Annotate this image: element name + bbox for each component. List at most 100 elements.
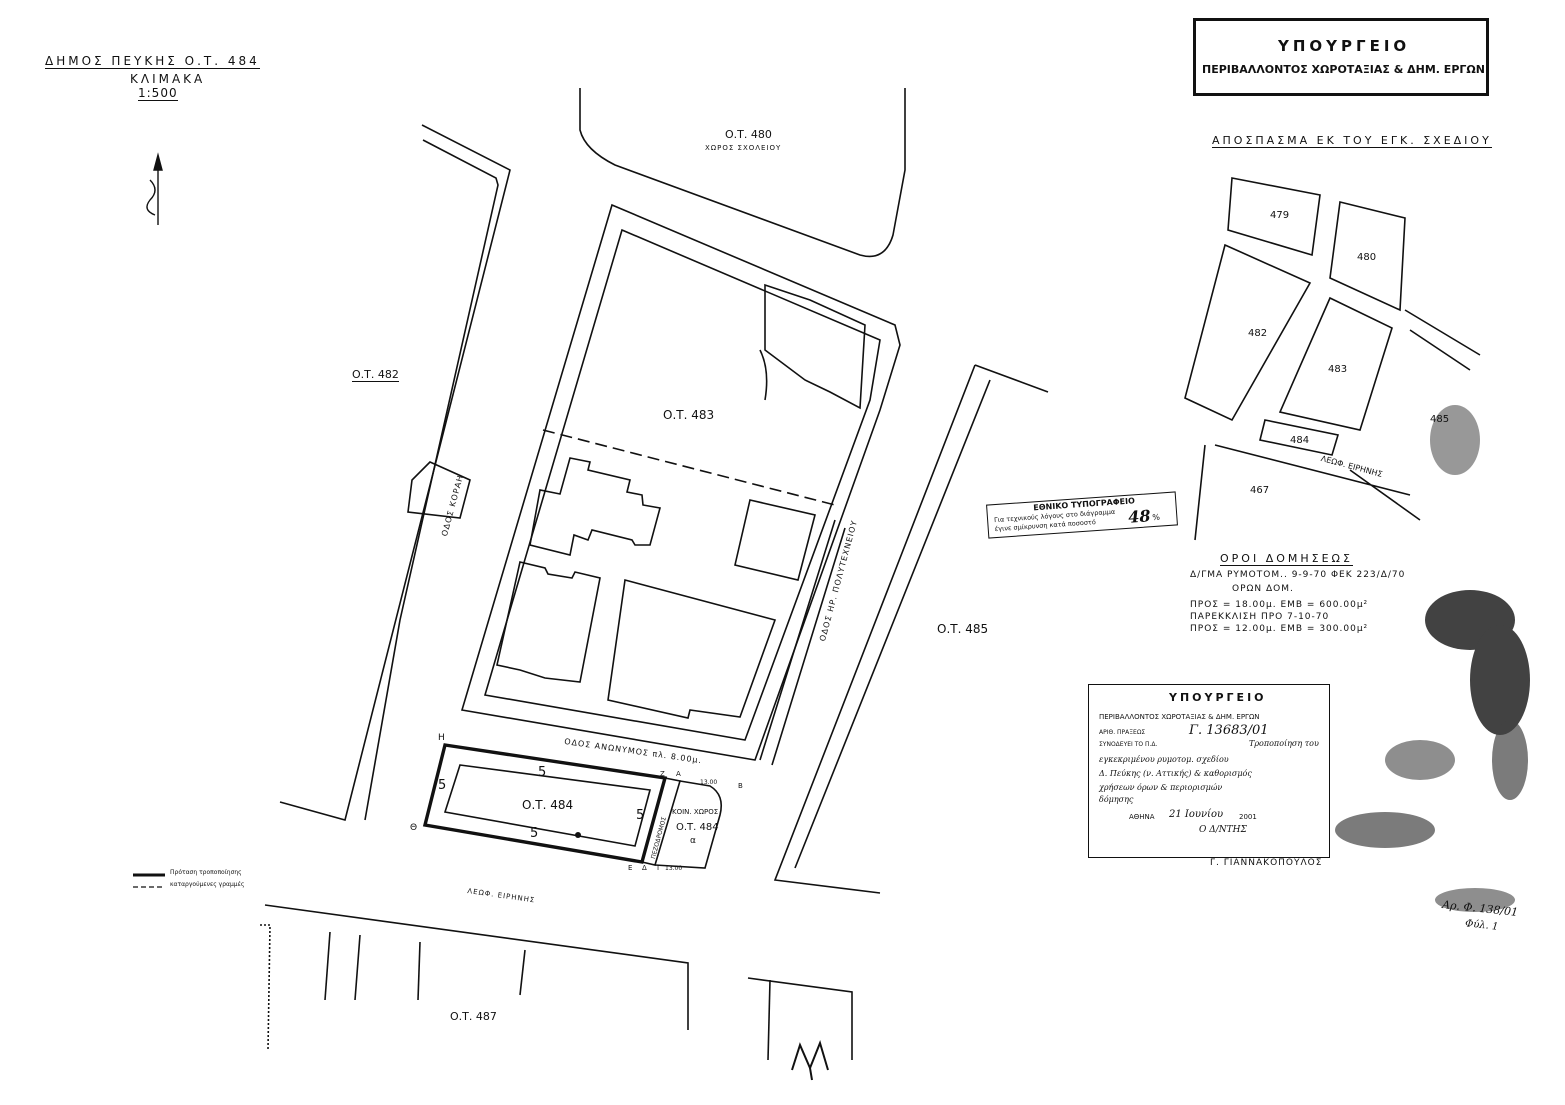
building-terms-line3: ΠΡΟΣ = 18.00μ. ΕΜΒ = 600.00μ²	[1190, 600, 1369, 610]
korai-street-line-right	[364, 139, 499, 821]
north-arrow	[146, 152, 163, 225]
eirinis-line	[264, 904, 689, 1030]
excerpt-block-484-label: 484	[1290, 435, 1310, 446]
block-480-outline	[579, 88, 906, 258]
excerpt-block-485-label: 485	[1430, 414, 1450, 425]
block-483-cancelled-line	[542, 429, 836, 506]
polytechneiou-street-left	[974, 364, 1049, 393]
approval-accompany: ΣΥΝΟΔΕΥΕΙ ΤΟ Π.Δ.	[1099, 741, 1158, 748]
polytechneiou-street-inner	[794, 379, 991, 869]
school-label: ΧΩΡΟΣ ΣΧΟΛΕΙΟΥ	[705, 144, 782, 152]
block-485-label: Ο.Τ. 485	[937, 622, 989, 636]
point-Z: Ζ	[660, 770, 665, 778]
approval-text5: δόμησης	[1099, 795, 1134, 804]
point-Theta: Θ	[410, 823, 418, 833]
ministry-stamp: ΥΠΟΥΡΓΕΙΟ ΠΕΡΙΒΑΛΛΟΝΤΟΣ ΧΩΡΟΤΑΞΙΑΣ & ΔΗΜ…	[1193, 18, 1489, 96]
approval-stamp-subtitle: ΠΕΡΙΒΑΛΛΟΝΤΟΣ ΧΩΡΟΤΑΞΙΑΣ & ΔΗΜ. ΕΡΓΩΝ	[1099, 713, 1260, 721]
building-e	[764, 283, 866, 410]
block-484-strip	[641, 777, 682, 866]
excerpt-block-467-label: 467	[1250, 485, 1270, 496]
building-terms-line1: Δ/ΓΜΑ ΡΥΜΟΤΟΜ.. 9-9-70 ΦΕΚ 223/Δ/70	[1190, 570, 1406, 580]
approval-text4: χρήσεων όρων & περιορισμών	[1099, 783, 1223, 792]
building-terms-line2: ΟΡΩΝ ΔΟΜ.	[1232, 584, 1294, 594]
building-b	[734, 499, 816, 581]
legend-lines	[133, 873, 165, 888]
block-484-dot	[575, 832, 581, 838]
typography-stamp-percent: 48	[1127, 506, 1152, 527]
dim-left: 5	[438, 778, 447, 793]
block-487-line4	[519, 949, 526, 996]
dim-bottom-right: 13.00	[665, 865, 683, 872]
eirinis-wall	[260, 924, 271, 1051]
ministry-stamp-title: ΥΠΟΥΡΓΕΙΟ	[1278, 37, 1411, 55]
bottom-mark	[791, 1039, 829, 1081]
block-482-label: Ο.Τ. 482	[352, 368, 399, 382]
block-487-line1	[324, 931, 331, 1001]
block-487-line3	[417, 941, 421, 1001]
excerpt-map	[1184, 177, 1481, 541]
excerpt-street-bottom	[1194, 444, 1421, 541]
excerpt-block-479	[1227, 177, 1321, 257]
legend-line1: Πρόταση τροποποίησης	[170, 869, 242, 876]
building-a	[529, 457, 662, 556]
point-A: Α	[676, 770, 681, 778]
typography-stamp-percent-sign: %	[1152, 512, 1161, 523]
excerpt-title: ΑΠΟΣΠΑΣΜΑ ΕΚ ΤΟΥ ΕΓΚ. ΣΧΕΔΙΟΥ	[1212, 134, 1492, 148]
header-municipality: ΔΗΜΟΣ ΠΕΥΚΗΣ Ο.Τ. 484	[45, 54, 260, 69]
ink-smudge	[1335, 405, 1530, 912]
approval-text2: εγκεκριμένου ρυμοτομ. σχεδίου	[1099, 755, 1229, 764]
block-487-line2	[354, 934, 361, 1001]
right-corner-line	[747, 977, 853, 1060]
point-E: Ε	[628, 864, 633, 872]
building-terms-title: ΟΡΟΙ ΔΟΜΗΣΕΩΣ	[1220, 552, 1353, 566]
excerpt-block-482-label: 482	[1248, 328, 1268, 339]
block-484-inner	[443, 764, 652, 847]
common-space	[654, 780, 723, 869]
excerpt-block-483-label: 483	[1328, 364, 1348, 375]
block-483-outer	[460, 203, 901, 761]
approval-text1: Τροποποίηση του	[1249, 739, 1319, 748]
point-B: Β	[738, 782, 743, 790]
common-space-label: ΚΟΙΝ. ΧΩΡΟΣ	[672, 808, 719, 816]
building-c	[496, 561, 601, 683]
block-484-label: Ο.Τ. 484	[522, 798, 574, 812]
dim-bottom: 5	[530, 826, 539, 841]
korai-street-line-left	[279, 124, 511, 821]
dim-top: 5	[538, 765, 547, 780]
block-484b-label: Ο.Τ. 484	[676, 822, 719, 833]
block-483-inner	[483, 228, 881, 741]
right-corner-line2	[767, 979, 771, 1061]
legend-line2: καταργούμενες γραμμές	[170, 881, 245, 888]
block-480-label: Ο.Τ. 480	[725, 128, 772, 141]
ministry-stamp-subtitle: ΠΕΡΙΒΑΛΛΟΝΤΟΣ ΧΩΡΟΤΑΞΙΑΣ & ΔΗΜ. ΕΡΓΩΝ	[1202, 63, 1485, 76]
approval-date-value: 21 Ιουνίου	[1169, 809, 1224, 820]
approval-year: 2001	[1239, 813, 1257, 821]
building-f	[407, 461, 471, 519]
block-487-label: Ο.Τ. 487	[450, 1010, 497, 1023]
approval-arith-label: ΑΡΙΘ. ΠΡΑΞΕΩΣ	[1099, 729, 1146, 736]
excerpt-street-right	[1404, 309, 1481, 371]
approval-signer-title: Ο Δ/ΝΤΗΣ	[1199, 825, 1247, 835]
dim-right: 5	[636, 808, 645, 823]
side-strip	[759, 519, 846, 766]
approval-text3: Δ. Πεύκης (ν. Αττικής) & καθορισμός	[1099, 769, 1252, 778]
building-terms-line4: ΠΑΡΕΚΚΛΙΣΗ ΠΡΟ 7-10-70	[1190, 612, 1330, 622]
header-scale-value: 1:500	[138, 86, 178, 101]
polytechneiou-street-right	[773, 364, 976, 894]
excerpt-block-482	[1184, 243, 1312, 422]
excerpt-block-480	[1329, 201, 1406, 312]
excerpt-block-483	[1278, 296, 1393, 431]
excerpt-block-480-label: 480	[1357, 252, 1377, 263]
block-483-label: Ο.Τ. 483	[663, 408, 715, 422]
building-d	[607, 578, 777, 719]
building-terms-line5: ΠΡΟΣ = 12.00μ. ΕΜΒ = 300.00μ²	[1190, 624, 1369, 634]
building-arc	[759, 349, 768, 401]
approval-stamp-title: ΥΠΟΥΡΓΕΙΟ	[1169, 691, 1267, 704]
header-scale-label: ΚΛΙΜΑΚΑ	[130, 72, 206, 86]
point-H: Η	[438, 733, 445, 743]
dim-top-right: 13.00	[700, 779, 718, 786]
excerpt-block-484	[1259, 419, 1340, 456]
approval-stamp: ΥΠΟΥΡΓΕΙΟ ΠΕΡΙΒΑΛΛΟΝΤΟΣ ΧΩΡΟΤΑΞΙΑΣ & ΔΗΜ…	[1088, 684, 1330, 858]
point-G: Γ	[657, 864, 661, 872]
